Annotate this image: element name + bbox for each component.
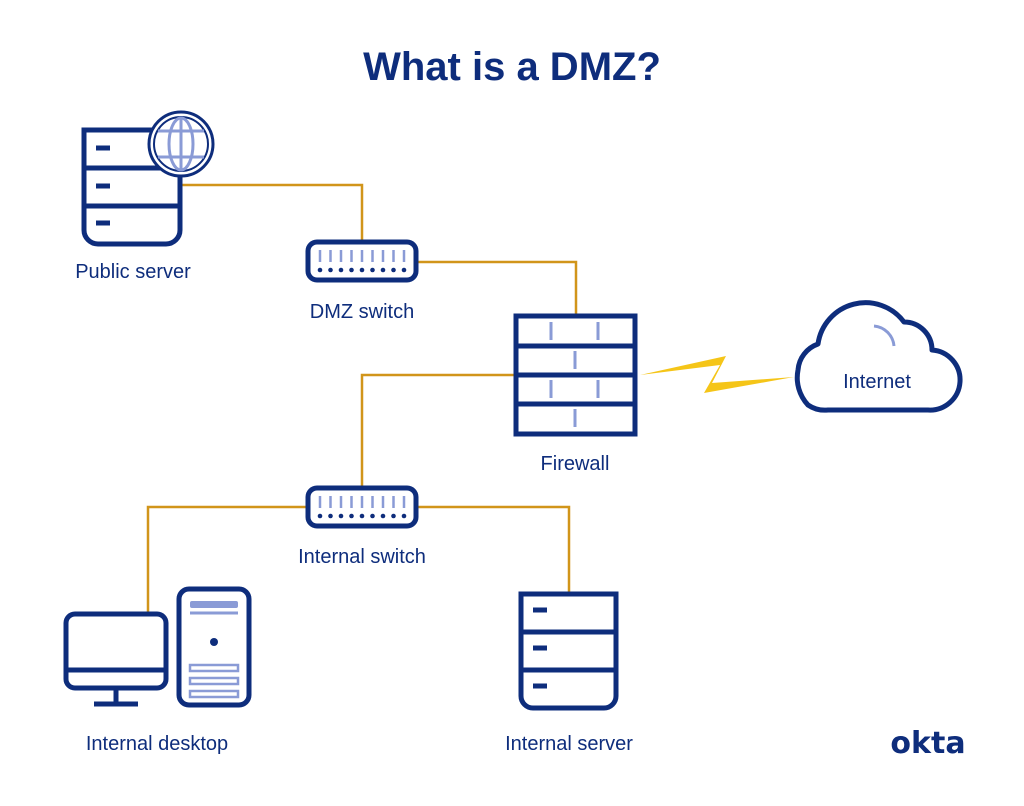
diagram-title: What is a DMZ? bbox=[363, 45, 661, 89]
server-icon bbox=[518, 591, 619, 711]
switch-port-led bbox=[359, 267, 365, 273]
switch-port-led bbox=[317, 513, 323, 519]
wire-public-server-to-dmz-switch bbox=[182, 183, 364, 242]
firewall-node: Firewall bbox=[513, 313, 638, 475]
switch-port-led bbox=[338, 513, 344, 519]
internal-server-node: Internal server bbox=[505, 591, 633, 755]
dmz-switch-label: DMZ switch bbox=[310, 301, 414, 323]
firewall-icon bbox=[513, 313, 638, 437]
switch-port-led bbox=[317, 267, 323, 273]
wire-internal-switch-to-server bbox=[416, 505, 571, 594]
wire-internal-switch-to-desktop bbox=[146, 505, 308, 614]
internal-switch-label: Internal switch bbox=[298, 546, 426, 568]
switch-port-led bbox=[391, 513, 396, 519]
switch-port-led bbox=[359, 513, 365, 519]
switch-port-led bbox=[328, 267, 333, 273]
switch-port-led bbox=[401, 513, 407, 519]
switch-port-led bbox=[380, 267, 386, 273]
cloud-icon bbox=[794, 300, 963, 413]
dmz-switch-node: DMZ switch bbox=[305, 239, 419, 323]
internal-desktop-label: Internal desktop bbox=[86, 733, 228, 755]
internet-node: Internet bbox=[794, 300, 963, 413]
switch-port-led bbox=[349, 267, 354, 273]
switch-icon bbox=[305, 485, 419, 529]
switch-port-led bbox=[380, 513, 386, 519]
desktop-computer-icon bbox=[63, 586, 252, 708]
switch-icon bbox=[305, 239, 419, 283]
okta-logo: okta bbox=[890, 726, 965, 761]
switch-port-led bbox=[349, 513, 354, 519]
wire-dmz-switch-to-firewall bbox=[416, 260, 578, 316]
switch-port-led bbox=[370, 513, 375, 519]
public-server-node: Public server bbox=[75, 110, 215, 283]
internal-server-label: Internal server bbox=[505, 733, 633, 755]
lightning-bolt-icon bbox=[640, 356, 794, 393]
internal-switch-node: Internal switch bbox=[298, 485, 426, 568]
internet-label: Internet bbox=[843, 371, 911, 393]
switch-port-led bbox=[328, 513, 333, 519]
wire-firewall-to-internal-switch bbox=[360, 373, 516, 488]
internal-desktop-node: Internal desktop bbox=[63, 586, 252, 755]
public-server-label: Public server bbox=[75, 261, 191, 283]
firewall-label: Firewall bbox=[541, 453, 610, 475]
connections bbox=[146, 183, 578, 614]
switch-port-led bbox=[401, 267, 407, 273]
switch-port-led bbox=[370, 267, 375, 273]
cloud-signal-arc bbox=[873, 324, 896, 347]
switch-port-led bbox=[338, 267, 344, 273]
server-globe-icon bbox=[81, 110, 215, 247]
switch-port-led bbox=[391, 267, 396, 273]
